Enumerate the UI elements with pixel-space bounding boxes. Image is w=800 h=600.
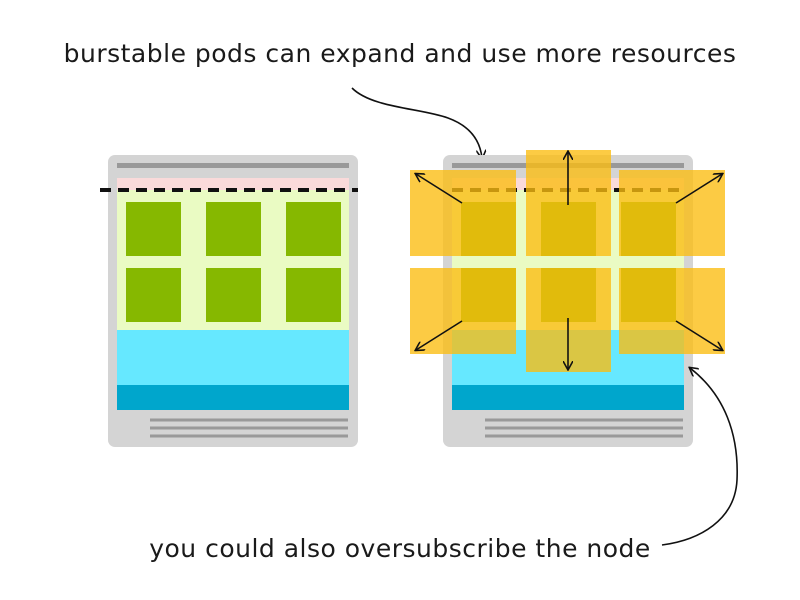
burst-overlays [410,150,725,372]
burstable-pointer-arrow [351,87,482,158]
arrow-down-right [675,320,722,350]
arrow-up-right [675,174,722,204]
expansion-arrows [416,152,722,369]
burst-overlay [410,170,516,256]
right-node [410,150,725,447]
oversubscribe-annotation: you could also oversubscribe the node [149,534,651,563]
oversubscribe-pointer-arrow [661,368,738,546]
pod [126,268,181,322]
burst-overlay [410,268,516,354]
burst-overlay [619,268,725,354]
node-header-bar [117,163,349,168]
pod [206,268,261,322]
footer-lines [485,418,683,438]
pod [126,202,181,256]
left-node [100,155,358,447]
burstable-annotation: burstable pods can expand and use more r… [64,39,737,68]
pod [206,202,261,256]
arrow-down-left [416,320,463,350]
reserved-strip [117,178,349,190]
system-area-dark [452,385,684,410]
footer-lines [150,418,348,438]
pod-grid [126,202,341,322]
burst-overlay [619,170,725,256]
pod [286,268,341,322]
system-area-light [117,330,349,385]
pod [286,202,341,256]
arrow-up-left [416,174,463,204]
system-area-dark [117,385,349,410]
